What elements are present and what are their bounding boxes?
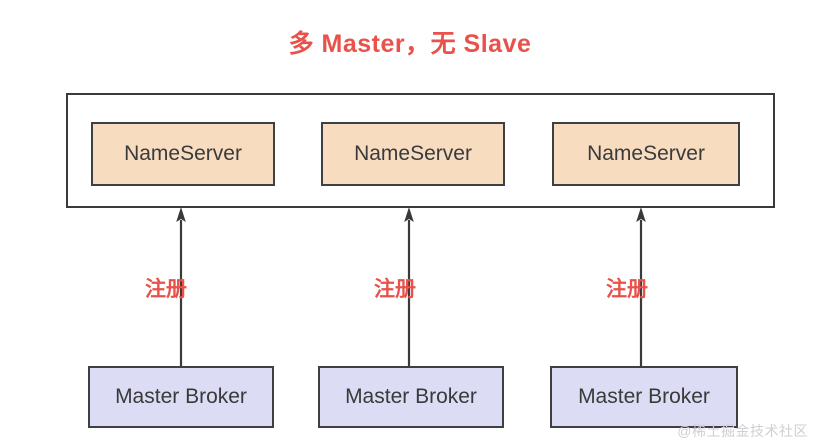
- master-broker-node-1: Master Broker: [88, 366, 274, 428]
- register-arrow-3-head: [636, 207, 646, 222]
- register-label-2: 注册: [374, 278, 416, 301]
- master-broker-node-1-label: Master Broker: [115, 385, 247, 408]
- register-label-1: 注册: [145, 278, 187, 301]
- nameserver-node-3: NameServer: [552, 122, 740, 186]
- master-broker-node-3-label: Master Broker: [578, 385, 710, 408]
- nameserver-node-2-label: NameServer: [354, 142, 472, 165]
- nameserver-node-1: NameServer: [91, 122, 275, 186]
- watermark: @稀土掘金技术社区: [677, 423, 808, 439]
- register-arrow-1-head: [176, 207, 186, 222]
- diagram-title: 多 Master，无 Slave: [288, 30, 532, 58]
- master-broker-node-2: Master Broker: [318, 366, 504, 428]
- register-arrow-2: [404, 207, 414, 368]
- register-arrow-3: [636, 207, 646, 368]
- nameserver-node-2: NameServer: [321, 122, 505, 186]
- master-broker-node-2-label: Master Broker: [345, 385, 477, 408]
- register-label-3: 注册: [606, 278, 648, 301]
- register-arrow-1: [176, 207, 186, 368]
- nameserver-node-3-label: NameServer: [587, 142, 705, 165]
- master-broker-node-3: Master Broker: [550, 366, 738, 428]
- nameserver-node-1-label: NameServer: [124, 142, 242, 165]
- register-arrow-2-head: [404, 207, 414, 222]
